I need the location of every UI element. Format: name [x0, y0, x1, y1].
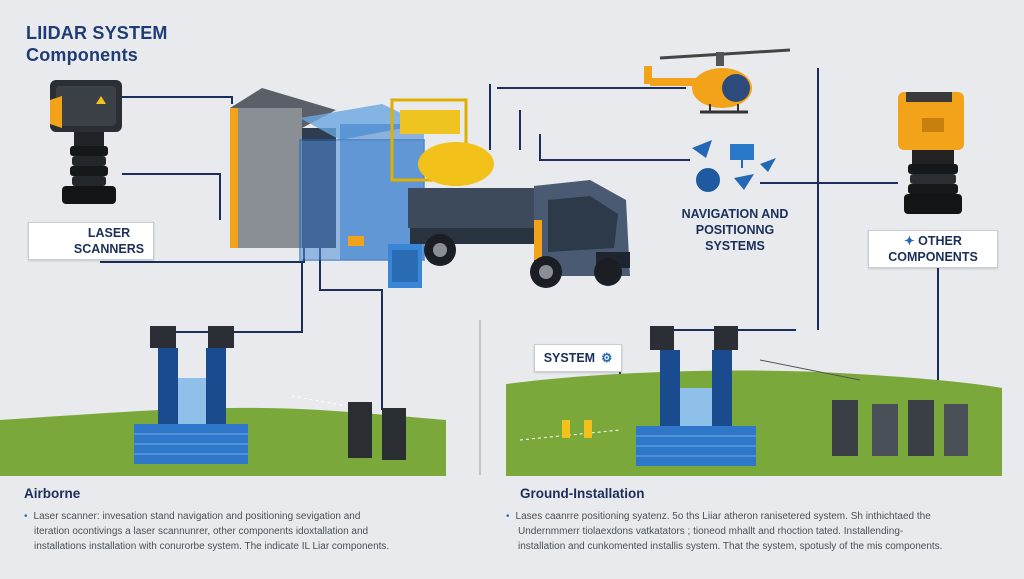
- system-label: SYSTEM ⚙: [534, 344, 622, 372]
- ground-installation-caption: •Lases caanrre positioning syatenz. 5o t…: [506, 511, 943, 552]
- sparkle-icon: ✦: [904, 234, 919, 248]
- helicopter-icon: [644, 48, 791, 114]
- truck: [408, 180, 630, 288]
- bullet-icon: •: [506, 511, 510, 522]
- ground-installation-ground: [506, 326, 1002, 476]
- title-line-2: Components: [26, 45, 138, 65]
- airborne-caption: •Laser scanner: invesation stand navigat…: [24, 511, 390, 552]
- laser-scanners-label: LASER SCANNERS: [28, 222, 154, 260]
- generator-frame: [390, 98, 494, 186]
- ground-installation-heading: Ground-Installation: [520, 486, 645, 501]
- page-title: LIIDAR SYSTEM Components: [26, 22, 168, 66]
- gear-icon: ⚙: [601, 351, 613, 365]
- laser-scanner-device: [50, 80, 122, 204]
- navigation-icons: [692, 140, 776, 192]
- title-line-1: LIIDAR SYSTEM: [26, 23, 168, 43]
- airborne-heading: Airborne: [24, 486, 81, 501]
- airborne-ground: [0, 326, 446, 476]
- other-component-device: [898, 92, 964, 214]
- bullet-icon: •: [24, 511, 28, 522]
- control-box: [388, 244, 422, 288]
- navigation-label: NAVIGATION AND POSITIONNG SYSTEMS: [681, 207, 789, 253]
- other-components-label: ✦ OTHER COMPONENTS: [868, 230, 998, 268]
